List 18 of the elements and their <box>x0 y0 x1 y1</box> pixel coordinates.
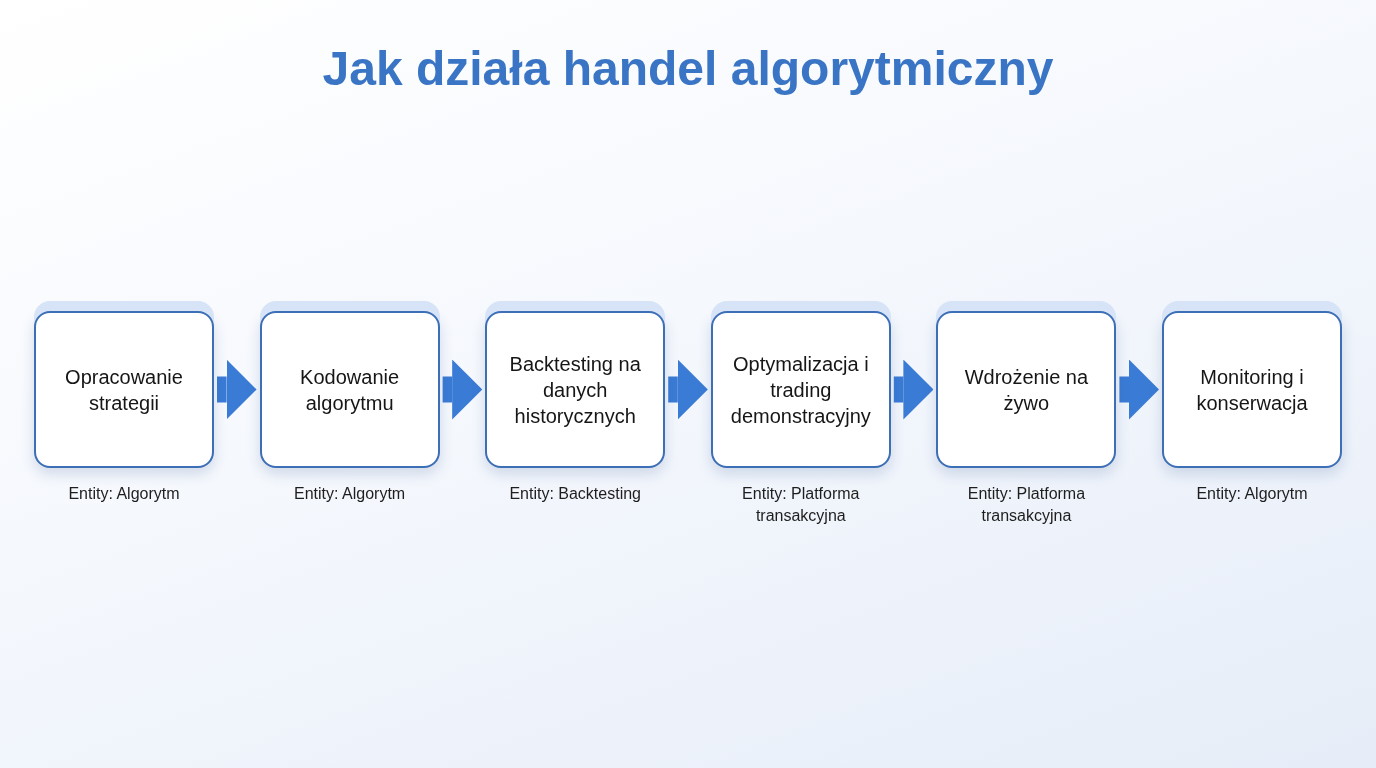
arrow <box>893 359 934 420</box>
entity-caption: Entity: Platforma transakcyjna <box>966 484 1087 526</box>
title: Jak działa handel algorytmiczny <box>322 41 1054 97</box>
arrow <box>668 359 708 420</box>
step-title: Opracowanie strategii <box>64 364 184 416</box>
step-title: Monitoring i konserwacja <box>1195 364 1309 416</box>
step-title: Kodowanie algorytmu <box>299 364 401 416</box>
arrow <box>442 359 483 420</box>
arrow <box>217 359 257 420</box>
entity-caption: Entity: Algorytm <box>68 484 180 504</box>
step-title: Wdrożenie na żywo <box>963 364 1090 416</box>
step-title: Backtesting na danych historycznych <box>508 351 642 429</box>
entity-caption: Entity: Algorytm <box>1196 484 1308 504</box>
entity-caption: Entity: Platforma transakcyjna <box>741 484 861 526</box>
entity-caption: Entity: Algorytm <box>294 484 406 504</box>
step-title: Optymalizacja i trading demonstracyjny <box>729 351 872 429</box>
entity-caption: Entity: Backtesting <box>509 484 641 504</box>
arrow <box>1119 359 1159 420</box>
